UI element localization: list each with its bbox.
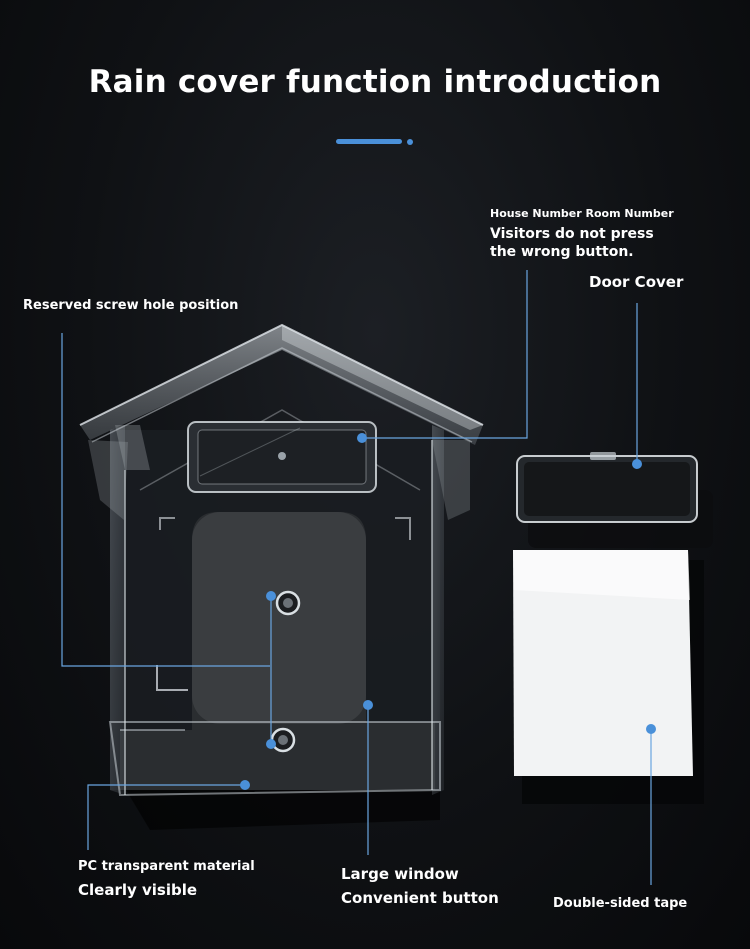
screw-bottom [270,727,296,753]
screw-top [275,590,301,616]
large-window-line2: Convenient button [341,889,499,907]
screw-hole-label: Reserved screw hole position [23,298,239,313]
door-cover-part [516,452,713,548]
large-window-line1: Large window [341,865,459,883]
dot-screw-bottom [266,739,276,749]
leader-house-number [362,270,528,439]
house-number-line2: the wrong button. [490,244,634,260]
house-cover-shadow [120,780,440,830]
house-rain-cover [79,323,484,797]
marker-dots [240,433,656,790]
dot-pc-material [240,780,250,790]
leader-pc-material [87,784,245,850]
dot-door-cover [632,459,642,469]
pc-material-line1: PC transparent material [78,859,255,874]
title-underline-bar [336,139,402,144]
house-number-line1: Visitors do not press [490,226,654,242]
door-cover-label: Door Cover [589,273,684,291]
double-sided-tape-label: Double-sided tape [553,896,688,911]
leader-screw [61,333,270,667]
leader-lines [61,270,652,885]
pc-material-line2: Clearly visible [78,881,198,899]
dot-tape [646,724,656,734]
double-sided-tape-part [513,550,704,804]
dot-screw-top [266,591,276,601]
dot-house-number [357,433,367,443]
dot-large-window [363,700,373,710]
page-title: Rain cover function introduction [88,64,662,100]
house-number-title: House Number Room Number [490,207,674,220]
title-underline-dot [407,139,413,145]
